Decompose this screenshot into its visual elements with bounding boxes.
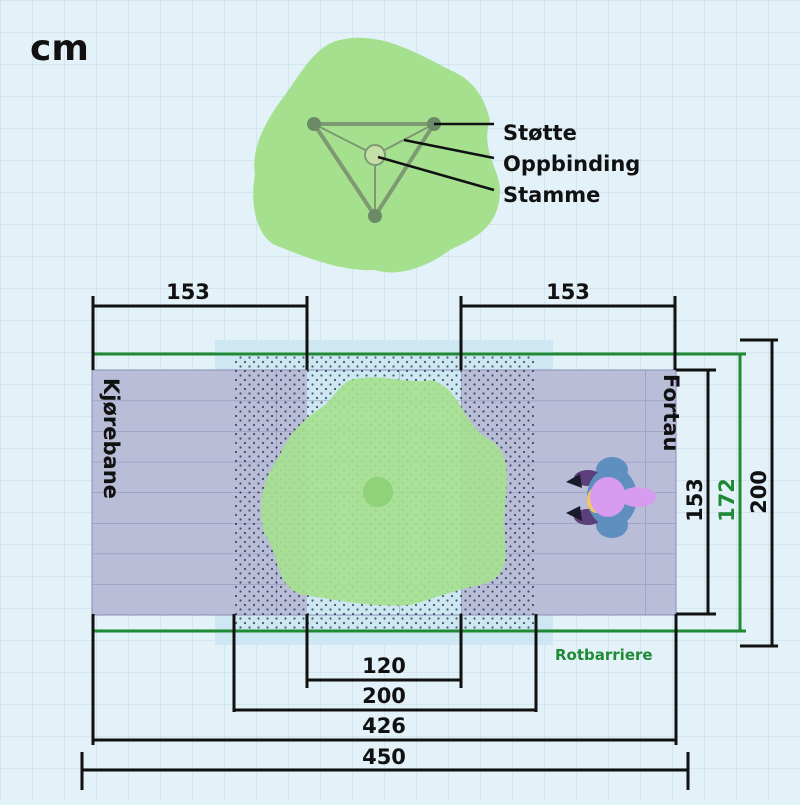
tree-top-view: Støtte Oppbinding Stamme	[253, 37, 640, 273]
label-tying: Oppbinding	[503, 152, 640, 176]
unit-label: cm	[30, 28, 89, 69]
tie-line-left	[313, 123, 376, 156]
dim-right-153: 153	[683, 478, 707, 522]
road-label: Kjørebane	[99, 378, 123, 499]
dim-bottom-200: 200	[362, 684, 406, 708]
support-post-left	[307, 117, 321, 131]
support-frame-left	[312, 122, 377, 218]
tree-trunk-plan	[363, 477, 393, 507]
tree-trunk-top	[364, 144, 386, 166]
leader-tying	[403, 138, 495, 160]
dim-right-172: 172	[715, 478, 739, 522]
label-trunk: Stamme	[503, 183, 600, 207]
pedestrian-icon	[566, 457, 656, 538]
dim-top-left: 153	[166, 280, 210, 304]
dim-bottom-120: 120	[362, 654, 406, 678]
dim-right-200: 200	[747, 470, 771, 514]
leader-trunk	[377, 155, 495, 192]
plan-view: Kjørebane Fortau Rotbarriere	[91, 340, 746, 664]
dim-bottom-450: 450	[362, 745, 406, 769]
root-barrier-label: Rotbarriere	[555, 646, 653, 664]
support-frame-right	[373, 122, 436, 218]
dim-bottom-426: 426	[362, 714, 406, 738]
sidewalk-label: Fortau	[659, 374, 683, 451]
dim-top-right: 153	[546, 280, 590, 304]
support-post-bottom	[368, 209, 382, 223]
label-support: Støtte	[503, 121, 577, 145]
dimension-lines	[80, 296, 778, 790]
